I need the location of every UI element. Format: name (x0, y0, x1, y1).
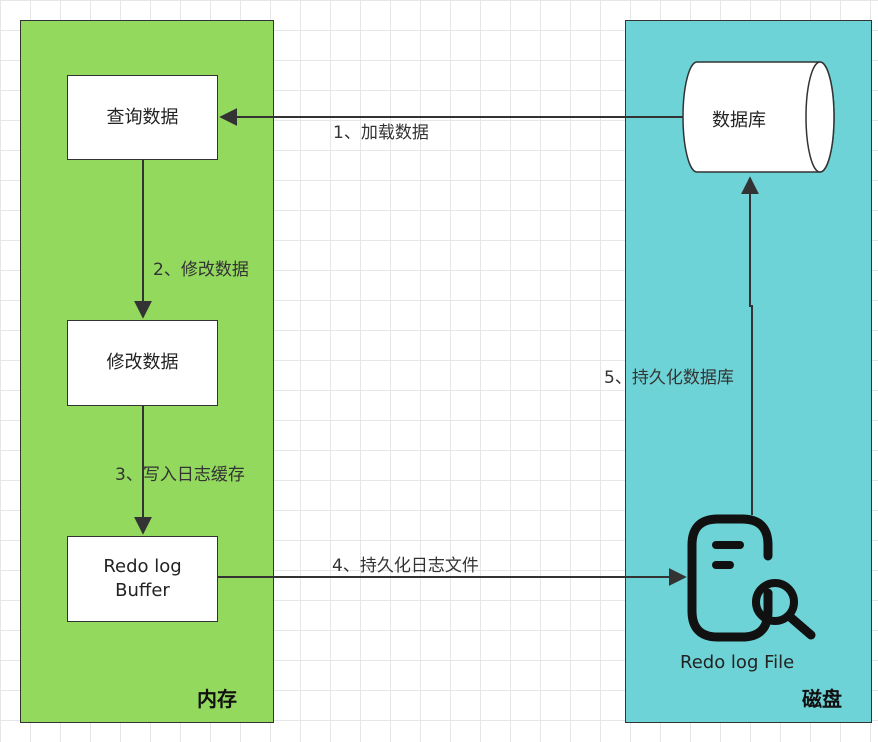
redo-log-buffer-node: Redo log Buffer (67, 536, 218, 622)
disk-region-label: 磁盘 (802, 687, 842, 711)
redo-log-buffer-label-line1: Redo log (103, 556, 182, 577)
modify-data-label: 修改数据 (106, 352, 179, 373)
memory-region-label: 内存 (197, 687, 237, 711)
query-data-label: 查询数据 (106, 106, 179, 128)
redo-log-buffer-label-line2: Buffer (115, 580, 170, 601)
file-search-icon (687, 514, 816, 642)
edge-label-persist-database: 5、持久化数据库 (604, 368, 734, 388)
edge-label-modify-data: 2、修改数据 (153, 260, 249, 280)
edge-label-write-log-cache: 3、写入日志缓存 (115, 465, 245, 485)
database-label: 数据库 (712, 110, 766, 131)
edge-label-persist-log-file: 4、持久化日志文件 (332, 556, 479, 576)
modify-data-node: 修改数据 (67, 320, 218, 406)
edge-persist-database (741, 176, 759, 515)
redo-log-file-label: Redo log File (680, 652, 795, 673)
query-data-node: 查询数据 (67, 75, 218, 160)
database-cylinder-icon (682, 61, 835, 173)
edge-label-load-data: 1、加载数据 (333, 123, 429, 143)
